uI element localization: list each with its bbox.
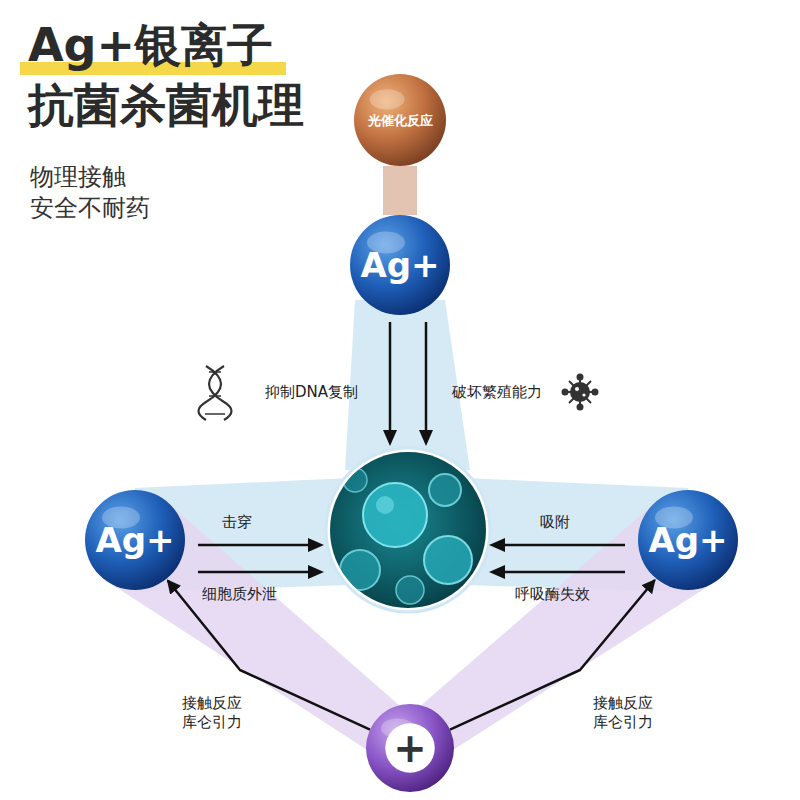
mechanism-label: 呼吸酶失效 [515, 585, 615, 603]
virus-dot [575, 387, 579, 391]
charge-disc [385, 723, 435, 773]
dna-rung [209, 395, 221, 397]
action-arrowheads [308, 430, 505, 579]
arrow-line [425, 322, 428, 432]
node-text: Ag+ [648, 523, 727, 557]
arrow-line [198, 544, 310, 547]
mechanism-label: 吸附 [540, 513, 600, 531]
virus-dot [582, 393, 585, 396]
bacterium [363, 483, 427, 547]
bacterium-highlight [376, 496, 394, 514]
sphere [638, 490, 738, 590]
virus-tip [578, 375, 583, 380]
bacterium [424, 536, 472, 584]
sphere [354, 74, 446, 166]
bacteria-ring [326, 448, 490, 612]
arrow-line [198, 571, 310, 574]
arrowhead [308, 538, 324, 552]
positive-charge-sphere: + [366, 704, 454, 792]
bacterium [340, 550, 380, 590]
arrowhead [419, 430, 433, 446]
dna-rung [205, 413, 225, 415]
arrowhead [308, 565, 324, 579]
sphere [350, 215, 450, 315]
dna-icon [199, 366, 232, 420]
sphere [85, 490, 185, 590]
mechanism-label: 抑制DNA复制 [238, 383, 358, 401]
mechanism-label: 击穿 [222, 513, 282, 531]
node-text: + [393, 728, 427, 768]
arrowhead [489, 565, 505, 579]
node-text: 光催化反应 [368, 114, 433, 127]
dna-rung [209, 371, 221, 373]
bacterium [429, 474, 461, 506]
bacterium [343, 468, 367, 492]
node-text: Ag+ [360, 248, 439, 282]
bacteria-illustration [326, 448, 490, 612]
virus-spike [569, 381, 591, 403]
subtitle: 物理接触 安全不耐药 [30, 162, 170, 224]
title: Ag+银离子 抗菌杀菌机理 [28, 16, 328, 136]
silver-ion-sphere: Ag+ [85, 490, 185, 590]
virus-tip [593, 390, 598, 395]
arrowhead [489, 538, 505, 552]
action-arrows [198, 322, 625, 572]
silver-ion-sphere: Ag+ [350, 215, 450, 315]
virus-tip [578, 405, 583, 410]
contact-band [345, 300, 470, 470]
arrow-line [389, 322, 392, 432]
sphere [366, 704, 454, 792]
connector-label: 接触反应 库仑引力 [172, 694, 252, 732]
photocatalysis-sphere: 光催化反应 [354, 74, 446, 166]
connector-band [383, 166, 417, 215]
connector-label: 接触反应 库仑引力 [583, 694, 663, 732]
mechanism-label: 细胞质外泄 [202, 585, 302, 603]
sphere-gloss [370, 89, 405, 109]
arrow-line [503, 571, 625, 574]
bacterium [396, 576, 424, 604]
virus-icon [563, 375, 598, 410]
arrowhead [383, 430, 397, 446]
virus-spike [569, 381, 591, 403]
virus-body [571, 383, 589, 401]
dna-strand [199, 366, 222, 420]
virus-tip [563, 390, 568, 395]
silver-ion-sphere: Ag+ [638, 490, 738, 590]
arrow-line [503, 544, 625, 547]
mechanism-label: 破坏繁殖能力 [452, 383, 562, 401]
bacteria-ground [330, 452, 486, 608]
dna-strand [209, 366, 232, 420]
node-text: Ag+ [95, 523, 174, 557]
